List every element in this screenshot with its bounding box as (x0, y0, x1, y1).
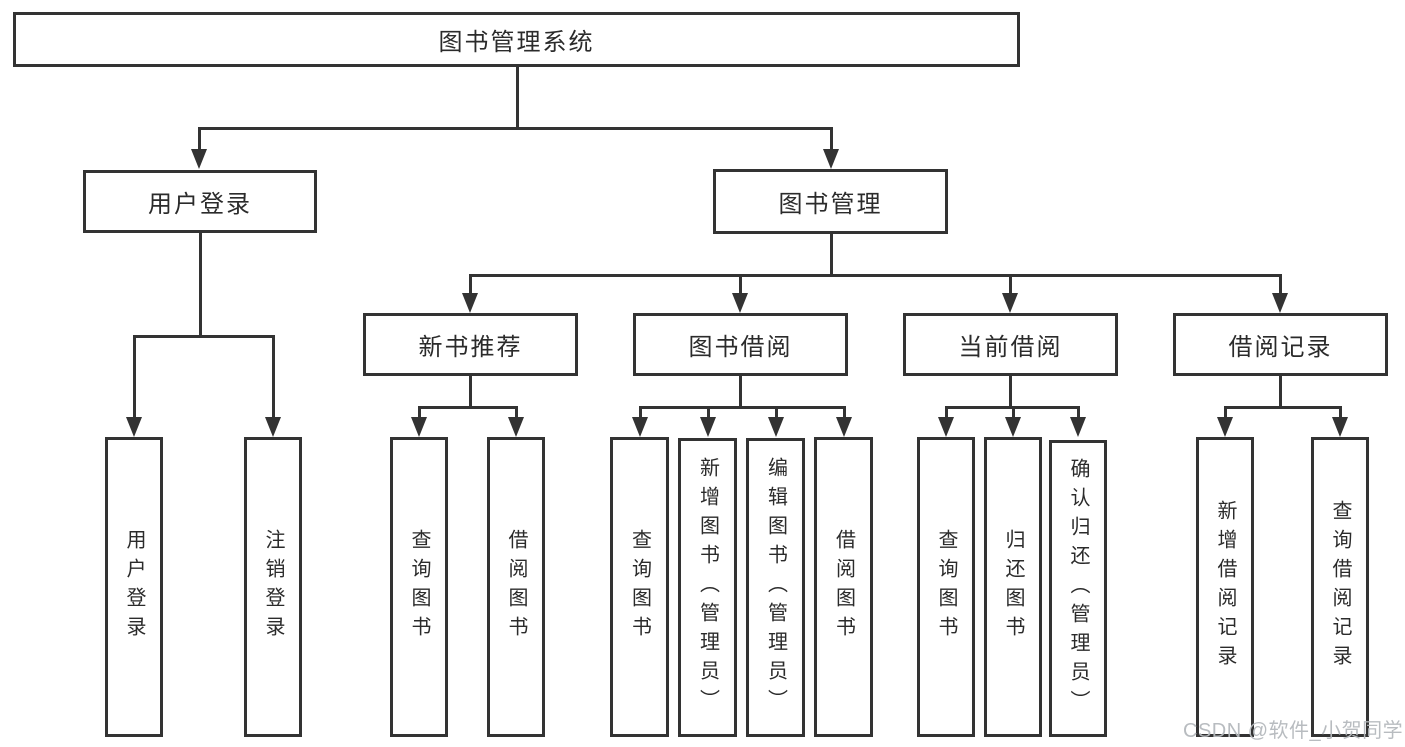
node-label: 借阅图书 (832, 529, 855, 645)
node-root: 图书管理系统 (13, 12, 1020, 67)
connector-line (707, 406, 710, 419)
connector-line (1009, 274, 1012, 295)
node-label: 查询图书 (935, 529, 957, 645)
connector-line (133, 335, 136, 419)
node-add-borrow-record: 新增借阅记录 (1196, 437, 1254, 737)
node-label: 图书借阅 (688, 334, 793, 361)
connector-line (272, 335, 275, 419)
arrow-down-icon (768, 417, 784, 437)
arrow-down-icon (1332, 417, 1348, 437)
node-borrow-books-recommend: 借阅图书 (487, 437, 545, 737)
arrow-down-icon (1272, 293, 1288, 313)
node-confirm-return-admin: 确认归还（管理员） (1049, 440, 1107, 737)
connector-line (469, 274, 472, 295)
node-label: 查询图书 (628, 529, 651, 645)
arrow-down-icon (700, 417, 716, 437)
connector-line (199, 233, 202, 338)
node-return-books: 归还图书 (984, 437, 1042, 737)
arrow-down-icon (1002, 293, 1018, 313)
arrow-down-icon (632, 417, 648, 437)
arrow-down-icon (1217, 417, 1233, 437)
connector-line (830, 127, 833, 151)
node-label: 图书管理 (778, 191, 883, 218)
arrow-down-icon (126, 417, 142, 437)
node-edit-book-admin: 编辑图书（管理员） (746, 438, 805, 737)
arrow-down-icon (938, 417, 954, 437)
connector-line (1279, 274, 1282, 295)
node-current-borrow: 当前借阅 (903, 313, 1118, 376)
connector-line (469, 274, 1282, 277)
connector-line (1077, 406, 1080, 419)
connector-line (739, 274, 742, 295)
node-label: 用户登录 (148, 191, 252, 218)
connector-line (1009, 376, 1012, 409)
arrow-down-icon (732, 293, 748, 313)
arrow-down-icon (836, 417, 852, 437)
connector-line (133, 335, 275, 338)
connector-line (1339, 406, 1342, 419)
node-query-borrow-record: 查询借阅记录 (1311, 437, 1369, 737)
connector-line (775, 406, 778, 419)
node-label: 新增借阅记录 (1214, 500, 1236, 674)
arrow-down-icon (411, 417, 427, 437)
connector-line (1224, 406, 1342, 409)
node-user-login: 用户登录 (83, 170, 317, 233)
node-borrow-records: 借阅记录 (1173, 313, 1388, 376)
connector-line (418, 406, 518, 409)
connector-line (639, 406, 846, 409)
connector-line (469, 376, 472, 409)
connector-line (198, 127, 833, 130)
connector-line (945, 406, 948, 419)
node-label: 归还图书 (1002, 529, 1024, 645)
node-label: 用户登录 (123, 529, 145, 645)
arrow-down-icon (191, 149, 207, 169)
node-logout-action: 注销登录 (244, 437, 302, 737)
node-query-books-current: 查询图书 (917, 437, 975, 737)
arrow-down-icon (1005, 417, 1021, 437)
connector-line (418, 406, 421, 419)
node-query-books-recommend: 查询图书 (390, 437, 448, 737)
node-add-book-admin: 新增图书（管理员） (678, 438, 737, 737)
connector-line (1279, 376, 1282, 409)
node-label: 查询图书 (408, 529, 430, 645)
node-label: 新书推荐 (418, 334, 523, 361)
watermark-text: CSDN @软件_小贺同学 (1183, 720, 1404, 742)
arrow-down-icon (1070, 417, 1086, 437)
node-label: 确认归还（管理员） (1067, 458, 1089, 719)
connector-line (516, 67, 519, 130)
connector-line (830, 234, 833, 277)
connector-line (1012, 406, 1015, 419)
node-label: 图书管理系统 (438, 29, 595, 56)
node-user-login-action: 用户登录 (105, 437, 163, 737)
node-query-books-borrow: 查询图书 (610, 437, 669, 737)
arrow-down-icon (265, 417, 281, 437)
node-borrow-books-borrow: 借阅图书 (814, 437, 873, 737)
connector-line (843, 406, 846, 419)
arrow-down-icon (823, 149, 839, 169)
node-label: 查询借阅记录 (1329, 500, 1351, 674)
connector-line (639, 406, 642, 419)
connector-line (1224, 406, 1227, 419)
node-label: 编辑图书（管理员） (764, 457, 787, 718)
node-label: 注销登录 (262, 529, 284, 645)
connector-line (198, 127, 201, 151)
node-label: 借阅图书 (505, 529, 527, 645)
node-label: 当前借阅 (958, 334, 1063, 361)
arrow-down-icon (508, 417, 524, 437)
node-book-mgmt: 图书管理 (713, 169, 948, 234)
node-label: 新增图书（管理员） (696, 457, 719, 718)
connector-line (739, 376, 742, 409)
node-label: 借阅记录 (1228, 334, 1333, 361)
node-book-borrow: 图书借阅 (633, 313, 848, 376)
node-new-book-recommend: 新书推荐 (363, 313, 578, 376)
connector-line (515, 406, 518, 419)
arrow-down-icon (462, 293, 478, 313)
